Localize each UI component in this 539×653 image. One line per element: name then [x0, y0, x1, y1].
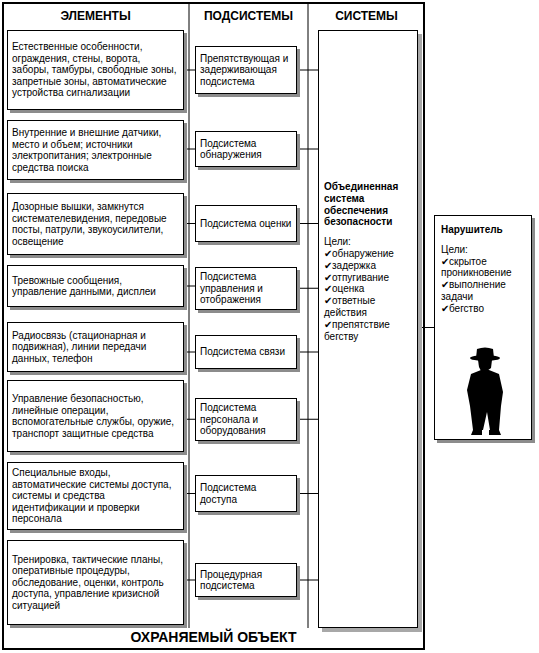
- node-text: ✔препятствие бегству: [324, 319, 413, 343]
- subsystem-box: Подсистема связи: [195, 335, 297, 369]
- node-text: ✔обнаружение: [324, 248, 413, 260]
- protected-site-frame: ОХРАНЯЕМЫЙ ОБЪЕКТ Естественные особенност…: [2, 2, 425, 650]
- connector-line: [297, 149, 318, 150]
- connector-line: [297, 580, 318, 581]
- node-text: ✔задержка: [324, 260, 413, 272]
- node-text: Подсистема доступа: [200, 482, 292, 505]
- connector-line: [297, 288, 318, 289]
- connector-line: [297, 352, 318, 353]
- subsystem-box: Подсистема доступа: [195, 475, 297, 512]
- connector-line: [184, 419, 195, 420]
- element-box: Радиосвязь (стационарная и подвижная), л…: [7, 322, 184, 372]
- node-text: Подсистема оценки: [200, 218, 292, 230]
- element-box: Внутренние и внешние датчики, место и об…: [7, 120, 184, 180]
- node-text: Специальные входы, автоматические систем…: [12, 467, 179, 525]
- connector-line: [297, 419, 318, 420]
- connector-line: [184, 223, 195, 224]
- element-box: Тренировка, тактические планы, оперативн…: [7, 540, 184, 625]
- column-divider: [189, 3, 190, 628]
- connector-line: [184, 352, 195, 353]
- connector-line: [297, 70, 318, 71]
- connector-line: [297, 223, 318, 224]
- subsystem-box: Подсистема оценки: [195, 205, 297, 242]
- element-box: Специальные входы, автоматические систем…: [7, 462, 184, 530]
- node-text: Подсистема обнаружения: [200, 138, 292, 161]
- system-box: Объединенная система обеспечения безопас…: [318, 30, 418, 628]
- element-box: Тревожные сообщения, управление данными,…: [7, 265, 184, 307]
- connector-line: [418, 327, 434, 328]
- node-text: Цели:: [441, 244, 526, 256]
- column-divider: [308, 3, 309, 628]
- node-text: ✔скрытое проникновение: [441, 256, 526, 280]
- column-header: СИСТЕМЫ: [308, 9, 425, 23]
- node-text: Тревожные сообщения, управление данными,…: [12, 275, 179, 298]
- subsystem-box: Подсистема персонала и оборудования: [195, 398, 297, 441]
- column-header: ПОДСИСТЕМЫ: [189, 9, 308, 23]
- box-heading: Объединенная система обеспечения безопас…: [324, 181, 413, 228]
- connector-line: [297, 493, 318, 494]
- node-text: Радиосвязь (стационарная и подвижная), л…: [12, 330, 179, 365]
- connector-line: [184, 580, 195, 581]
- connector-line: [184, 493, 195, 494]
- frame-caption: ОХРАНЯЕМЫЙ ОБЪЕКТ: [4, 629, 423, 645]
- head: [478, 360, 492, 371]
- element-box: Естественные особенности, ограждения, ст…: [7, 30, 184, 110]
- connector-line: [184, 149, 195, 150]
- subsystem-box: Подсистема управления и отображения: [195, 267, 297, 310]
- node-text: ✔ответные действия: [324, 295, 413, 319]
- node-text: Естественные особенности, ограждения, ст…: [12, 41, 179, 99]
- node-text: Подсистема персонала и оборудования: [200, 402, 292, 437]
- node-text: Подсистема управления и отображения: [200, 271, 292, 306]
- node-text: ✔оценка: [324, 283, 413, 295]
- coat: [467, 370, 503, 430]
- node-text: Препятствующая и задерживающая подсистем…: [200, 53, 292, 88]
- node-text: ✔отпугивание: [324, 272, 413, 284]
- element-box: Управление безопасностью, линейные опера…: [7, 380, 184, 452]
- column-header: ЭЛЕМЕНТЫ: [2, 9, 189, 23]
- node-text: Управление безопасностью, линейные опера…: [12, 393, 179, 439]
- connector-line: [184, 70, 195, 71]
- box-heading: Нарушитель: [441, 224, 526, 236]
- node-text: Дозорные вышки, замкнутся системателевид…: [12, 201, 179, 247]
- subsystem-box: Процедурная подсистема: [195, 563, 297, 597]
- shoes: [471, 430, 501, 435]
- node-text: ✔бегство: [441, 303, 526, 315]
- node-text: Тренировка, тактические планы, оперативн…: [12, 554, 179, 612]
- connector-line: [184, 286, 195, 287]
- node-text: Внутренние и внешние датчики, место и об…: [12, 127, 179, 173]
- intruder-figure: [452, 346, 522, 438]
- element-box: Дозорные вышки, замкнутся системателевид…: [7, 193, 184, 255]
- node-text: Цели:: [324, 236, 413, 248]
- node-text: ✔выполнение задачи: [441, 279, 526, 303]
- subsystem-box: Подсистема обнаружения: [195, 131, 297, 167]
- node-text: Процедурная подсистема: [200, 569, 292, 592]
- hat-crown: [476, 348, 494, 359]
- subsystem-box: Препятствующая и задерживающая подсистем…: [195, 46, 297, 94]
- node-text: Подсистема связи: [200, 346, 292, 358]
